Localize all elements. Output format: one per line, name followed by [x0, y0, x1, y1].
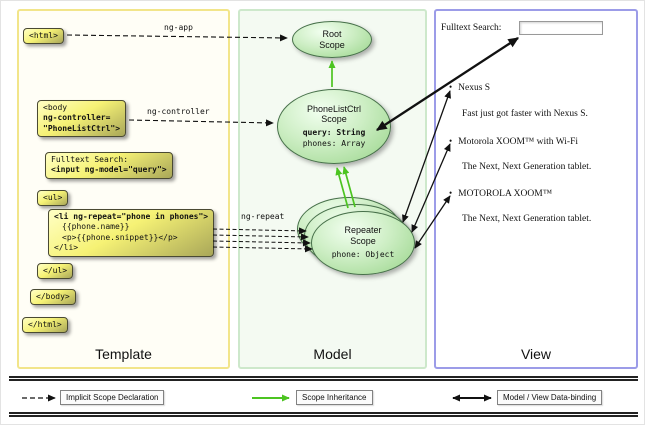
view-list-item-title: • MOTOROLA XOOM™: [449, 188, 552, 199]
code-box-body-close: </body>: [30, 289, 76, 306]
view-item-title-text: MOTOROLA XOOM™: [458, 189, 553, 199]
code-line: <input ng-model="query">: [51, 165, 167, 175]
repeater-scope-ellipse-front: Repeater Scope phone: Object: [311, 211, 415, 275]
code-line: <body: [43, 103, 68, 112]
view-list-item-title: • Nexus S: [449, 82, 490, 93]
code-line: </body>: [36, 292, 70, 301]
code-box-html-open: <html>: [23, 28, 64, 45]
code-line: {{phone.name}}: [62, 222, 130, 232]
phonelistctrl-scope-ellipse: PhoneListCtrl Scope query: String phones…: [277, 89, 391, 164]
ng-controller-label: ng-controller: [147, 107, 210, 116]
bullet-icon: •: [449, 188, 453, 198]
ng-repeat-label: ng-repeat: [241, 212, 285, 221]
view-panel-label: View: [520, 346, 552, 362]
view-search-label: Fulltext Search:: [441, 23, 502, 33]
legend-scope-inheritance: Scope Inheritance: [296, 390, 373, 405]
code-box-html-close: </html>: [22, 317, 68, 334]
model-panel-label: Model: [313, 346, 352, 362]
code-line: </ul>: [43, 266, 68, 275]
code-line: ng-controller=: [43, 113, 111, 123]
model-panel: Model: [238, 9, 427, 369]
root-scope-ellipse: Root Scope: [292, 21, 372, 58]
view-item-title-text: Motorola XOOM™ with Wi-Fi: [458, 137, 579, 147]
scope-property-query: query: String: [302, 128, 366, 138]
code-box-body-open: <body ng-controller= "PhoneListCtrl">: [37, 100, 127, 138]
scope-title: Scope: [321, 114, 347, 125]
code-line: </html>: [28, 320, 62, 329]
code-line: <li ng-repeat="phone in phones">: [54, 212, 209, 221]
view-list-item-desc: Fast just got faster with Nexus S.: [462, 109, 588, 119]
code-line: <html>: [29, 31, 58, 40]
code-line: Fulltext Search:: [51, 155, 129, 164]
template-panel: Template: [17, 9, 230, 369]
legend-separator-bottom: [9, 412, 638, 417]
code-line: "PhoneListCtrl">: [43, 123, 121, 133]
code-box-fulltext-input: Fulltext Search: <input ng-model="query"…: [45, 152, 173, 179]
scope-property-phones: phones: Array: [302, 138, 366, 148]
code-box-ul-open: <ul>: [37, 190, 69, 207]
view-list-item-title: • Motorola XOOM™ with Wi-Fi: [449, 136, 578, 147]
view-list-item-desc: The Next, Next Generation tablet.: [462, 214, 592, 224]
scope-title: Repeater: [344, 225, 382, 236]
legend-model-view-databinding: Model / View Data-binding: [497, 390, 603, 405]
bullet-icon: •: [449, 82, 453, 92]
view-search-input[interactable]: [519, 21, 603, 35]
code-line: <p>{{phone.snippet}}</p>: [62, 232, 178, 242]
view-item-title-text: Nexus S: [458, 83, 491, 93]
scope-title: Scope: [319, 39, 345, 50]
view-list-item-desc: The Next, Next Generation tablet.: [462, 162, 592, 172]
scope-property-phone: phone: Object: [331, 250, 395, 260]
scope-title: Root: [322, 29, 342, 40]
scope-title: Scope: [350, 235, 376, 246]
legend-implicit-scope-declaration: Implicit Scope Declaration: [60, 390, 165, 405]
code-line: <ul>: [43, 193, 63, 202]
bullet-icon: •: [449, 136, 453, 146]
code-line: </li>: [54, 243, 79, 253]
code-box-ul-close: </ul>: [37, 263, 74, 280]
scope-title: PhoneListCtrl: [306, 103, 362, 114]
ng-app-label: ng-app: [164, 23, 193, 32]
code-box-li-repeat: <li ng-repeat="phone in phones"> {{phone…: [48, 209, 215, 257]
legend-separator-top: [9, 376, 638, 381]
template-panel-label: Template: [95, 346, 152, 362]
